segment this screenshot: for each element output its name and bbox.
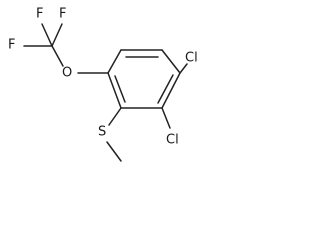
bond-layer	[23, 23, 188, 162]
atom-label-layer: F F F O Cl Cl S	[8, 7, 198, 148]
molecule-structure: F F F O Cl Cl S	[8, 7, 198, 162]
ring-bond-c6-c1	[107, 72, 122, 109]
atom-o: O	[62, 66, 72, 81]
bond-c5-cl	[161, 107, 171, 129]
atom-s: S	[98, 125, 106, 140]
bond-c-f-top-left	[41, 23, 53, 47]
bond-c6-s	[108, 107, 122, 126]
atom-cl-3: Cl	[185, 51, 198, 66]
bond-c-f-top-right	[51, 23, 63, 47]
ring-bond-c4-c5	[161, 72, 181, 109]
bond-c4-cl	[179, 63, 188, 74]
ring-double-bond-c6-c1	[114, 75, 126, 103]
ring-double-bond-c4-c5	[157, 74, 174, 104]
bond-o-cf3	[51, 45, 64, 67]
atom-cl-2: Cl	[166, 133, 179, 148]
bond-s-ch3	[106, 141, 122, 162]
ring-bond-c3-c4	[161, 49, 181, 74]
atom-f-top-right: F	[59, 7, 66, 22]
atom-f-left: F	[8, 38, 15, 53]
ring-bond-c1-c2	[107, 49, 122, 74]
atom-f-top-left: F	[36, 7, 43, 22]
